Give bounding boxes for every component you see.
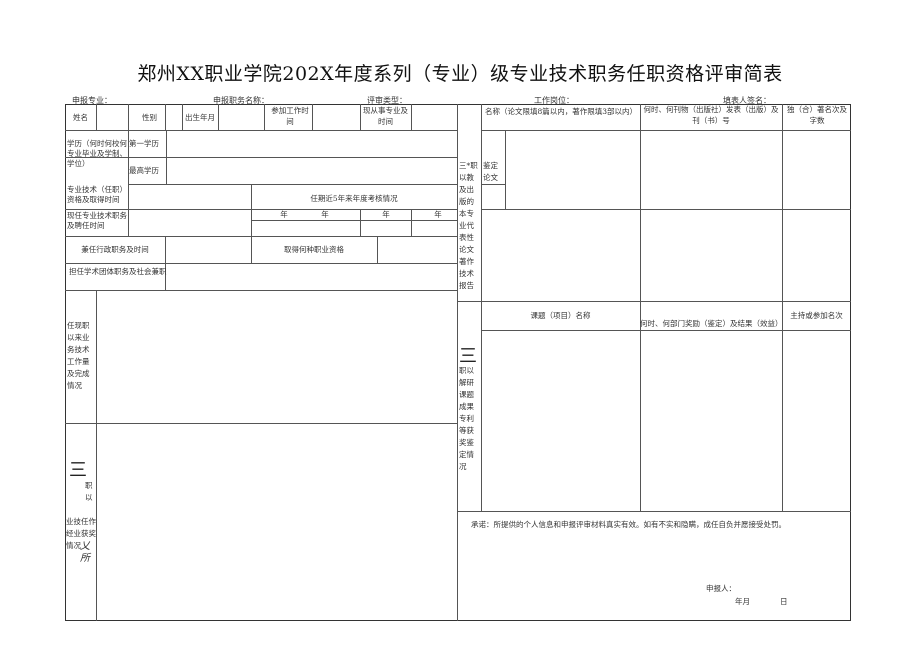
grid-line <box>481 130 851 131</box>
awards-main-label: 职以 <box>85 481 93 502</box>
join-work-time-label: 参加工作时间 <box>271 106 309 126</box>
apply-position-label: 申报职务名称： <box>213 96 269 105</box>
work-post-label: 工作岗位： <box>534 96 574 105</box>
page-title: 郑州XX职业学院202X年度系列（专业）级专业技术职务任职资格评审简表 <box>137 63 783 85</box>
grid-line <box>481 184 505 185</box>
grid-line <box>218 104 219 130</box>
academic-org-label: 担任学术团体职务及社会兼职 <box>69 267 167 276</box>
research-side-label: 职以解研课题成果专利等获奖鉴定情况 <box>459 366 474 471</box>
grid-line <box>96 104 97 130</box>
education-label: 学历（何时何校何专业毕业及学制、学位） <box>67 139 127 168</box>
qualification-label: 专业技术（任职）资格及取得时间 <box>67 185 127 204</box>
grid-line <box>640 301 641 511</box>
papers-side-label: 三*职以教及出版的本专业代表性论文著作技术报告 <box>459 161 478 290</box>
grid-line <box>182 104 183 130</box>
current-position-label: 现任专业技术职务及聘任时间 <box>67 211 127 230</box>
grid-line <box>505 130 506 209</box>
grid-line <box>165 236 166 290</box>
grid-line <box>377 236 378 263</box>
research-mark: 三 <box>459 346 477 367</box>
gender-label: 性别 <box>142 113 157 122</box>
vocational-cert-label: 取得何种职业资格 <box>284 245 344 254</box>
assessment-label: 任期近5年来年度考核情况 <box>310 194 398 203</box>
grid-line <box>65 130 457 131</box>
grid-line <box>640 104 641 301</box>
grid-line <box>65 236 457 237</box>
date-label: 年月 日 <box>735 597 788 606</box>
grid-line <box>128 104 129 130</box>
grid-line <box>96 290 97 621</box>
form-table <box>65 104 851 621</box>
research-col1-header: 课题（项目）名称 <box>530 311 591 320</box>
grid-line <box>251 236 252 263</box>
grid-line <box>65 157 457 158</box>
first-edu-label: 第一学历 <box>129 139 159 148</box>
grid-line <box>65 423 457 424</box>
grid-line <box>457 301 851 302</box>
awards-note: 乂所 <box>80 541 90 564</box>
papers-col3-header: 独（合）著名次及字数 <box>787 105 847 125</box>
grid-line <box>251 184 252 236</box>
awards-label: 业技任作经业获奖情况 <box>66 517 96 550</box>
grid-line <box>128 184 129 236</box>
grid-line <box>251 220 457 221</box>
filler-sign-label: 填表人签名： <box>723 96 771 105</box>
birth-label: 出生年月 <box>185 113 215 122</box>
papers-col2-header: 何时、何刊物（出版社）发表（出版）及刊（书）号 <box>643 105 779 125</box>
grid-line <box>481 104 482 301</box>
applicant-label: 申报人： <box>706 584 736 593</box>
year-label: 年 <box>434 210 442 219</box>
grid-line <box>128 184 457 185</box>
grid-line <box>128 130 129 184</box>
grid-line <box>312 104 313 130</box>
workload-label: 任现职以来业务技术工作量及完成情况 <box>67 321 90 390</box>
grid-line <box>65 263 457 264</box>
name-label: 姓名 <box>73 113 88 122</box>
grid-line <box>782 301 783 511</box>
year-label: 年 <box>321 210 329 219</box>
center-divider <box>457 104 458 621</box>
admin-post-label: 兼任行政职务及时间 <box>81 245 149 254</box>
grid-line <box>65 209 457 210</box>
research-col2-header: 何时、何部门奖励（鉴定）及结果（效益） <box>640 319 782 328</box>
review-type-label: 评审类型： <box>367 96 407 105</box>
grid-line <box>65 290 457 291</box>
papers-col1-header: 名称（论文限填8篇以内，著作限填3部以内） <box>484 107 638 116</box>
grid-line <box>782 104 783 301</box>
commitment-text: 承诺：所提供的个人信息和申报评审材料真实有效。如有不实和隐瞒，成任自负并愿接受处… <box>471 520 786 529</box>
grid-line <box>360 209 361 236</box>
grid-line <box>411 209 412 236</box>
grid-line <box>457 511 851 512</box>
grid-line <box>166 130 167 184</box>
current-major-time-label: 现从事专业及时间 <box>363 106 408 126</box>
grid-line <box>481 301 482 511</box>
research-col3-header: 主持或参加名次 <box>790 311 843 320</box>
grid-line <box>481 330 851 331</box>
grid-line <box>360 104 361 130</box>
papers-sub-label: 鉴定论文 <box>483 161 498 182</box>
awards-mark: 三 <box>69 460 87 481</box>
year-label: 年 <box>280 210 288 219</box>
year-label: 年 <box>382 210 390 219</box>
grid-line <box>165 104 166 130</box>
highest-edu-label: 最高学历 <box>129 166 159 175</box>
grid-line <box>264 104 265 130</box>
grid-line <box>411 104 412 130</box>
grid-line <box>481 209 851 210</box>
apply-major-label: 申报专业： <box>72 96 112 105</box>
